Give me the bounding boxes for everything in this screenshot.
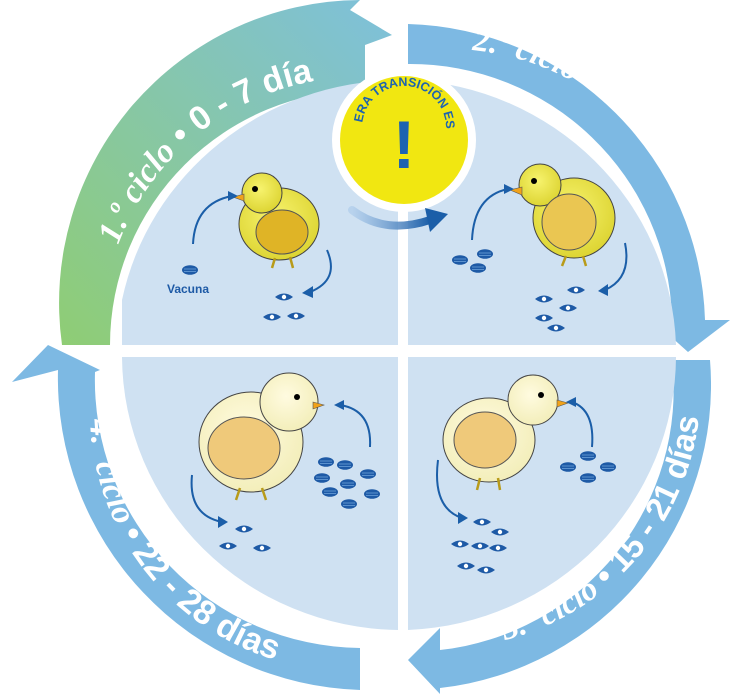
vaccine-label: Vacuna [167, 282, 209, 296]
quadrant-1-content: Vacuna [167, 172, 332, 321]
quadrant-4-content [190, 372, 381, 552]
arrow-vaccine-to-chick-4 [339, 404, 372, 448]
ring-segment-cycle-2 [408, 24, 730, 352]
chick-cycle-1 [232, 172, 320, 269]
ring-segment-cycle-4 [12, 345, 360, 690]
transition-arrow [348, 206, 448, 232]
quadrant-3-content [436, 374, 617, 574]
arrow-chick-to-excretion-4 [190, 474, 223, 523]
chick-cycle-2 [509, 163, 616, 267]
chick-cycle-3 [442, 374, 569, 491]
arrow-vaccine-to-chick-2 [471, 188, 509, 241]
quadrant-2-content [451, 163, 628, 332]
arrow-chick-to-excretion [309, 249, 332, 293]
arrow-chick-to-excretion-3 [436, 459, 463, 519]
arrow-chick-to-excretion-2 [604, 242, 628, 291]
chick-cycle-4 [198, 372, 325, 501]
ring-segment-cycle-1 [59, 0, 393, 345]
arrow-vaccine-to-chick [192, 195, 233, 245]
quadrant-4 [122, 357, 398, 630]
ring-segment-cycle-3 [408, 360, 712, 694]
vaccine-icon [181, 264, 199, 276]
exclamation-icon: ! [393, 107, 416, 183]
